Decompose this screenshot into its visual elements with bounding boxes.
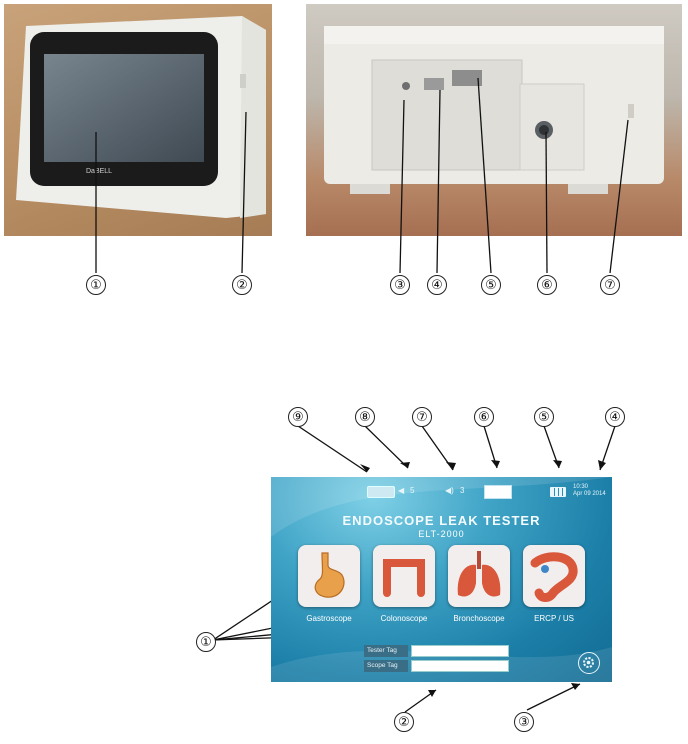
scope-tag-input[interactable] xyxy=(411,660,509,672)
tester-tag-label: Tester Tag xyxy=(364,645,408,657)
callout-front-2: ② xyxy=(232,275,252,295)
callout-rear-4: ④ xyxy=(427,275,447,295)
callout-signal: ⑧ xyxy=(355,407,375,427)
callout-rear-3: ③ xyxy=(390,275,410,295)
tile-gastroscope[interactable] xyxy=(298,545,360,607)
bezel-brand-text: DaBELL xyxy=(86,168,112,175)
gear-icon xyxy=(579,653,598,672)
callout-rear-7: ⑦ xyxy=(600,275,620,295)
clock-date: Apr 09 2014 xyxy=(573,491,606,497)
device-front-photo: DaBELL xyxy=(4,4,272,236)
model-number: ELT-2000 xyxy=(271,529,612,539)
callout-blank-box: ⑥ xyxy=(474,407,494,427)
app-title: ENDOSCOPE LEAK TESTER xyxy=(271,513,612,528)
callout-settings: ③ xyxy=(514,712,534,732)
volume-level-b: 3 xyxy=(460,484,464,498)
settings-button[interactable] xyxy=(578,652,600,674)
callout-volume: ⑦ xyxy=(412,407,432,427)
pancreas-icon xyxy=(523,545,585,607)
stomach-icon xyxy=(298,545,360,607)
callout-tag-fields: ② xyxy=(394,712,414,732)
callout-front-1: ① xyxy=(86,275,106,295)
callout-clock: ④ xyxy=(605,407,625,427)
device-rear-photo xyxy=(306,4,682,236)
callout-battery: ⑤ xyxy=(534,407,554,427)
lungs-icon xyxy=(448,545,510,607)
callout-rear-6: ⑥ xyxy=(537,275,557,295)
blank-status-box xyxy=(484,485,512,499)
tile-label-ercp-us: ERCP / US xyxy=(509,614,599,623)
speaker-icon: ◀) xyxy=(445,484,454,498)
tile-ercp-us[interactable] xyxy=(523,545,585,607)
tile-bronchoscope[interactable] xyxy=(448,545,510,607)
clock-time: 10:30 xyxy=(573,484,588,490)
volume-level-a: 5 xyxy=(410,484,414,498)
tester-tag-input[interactable] xyxy=(411,645,509,657)
callout-tiles: ① xyxy=(196,632,216,652)
callout-rear-5: ⑤ xyxy=(481,275,501,295)
tester-home-screen: ◀ 5 ◀) 3 10:30 Apr 09 2014 ENDOSCOPE LEA… xyxy=(271,477,612,682)
tile-colonoscope[interactable] xyxy=(373,545,435,607)
callout-mode-icon: ⑨ xyxy=(288,407,308,427)
mode-icon xyxy=(367,486,395,498)
battery-icon xyxy=(550,487,566,497)
signal-icon: ◀ xyxy=(398,484,404,498)
scope-tag-label: Scope Tag xyxy=(364,660,408,672)
colon-icon xyxy=(373,545,435,607)
